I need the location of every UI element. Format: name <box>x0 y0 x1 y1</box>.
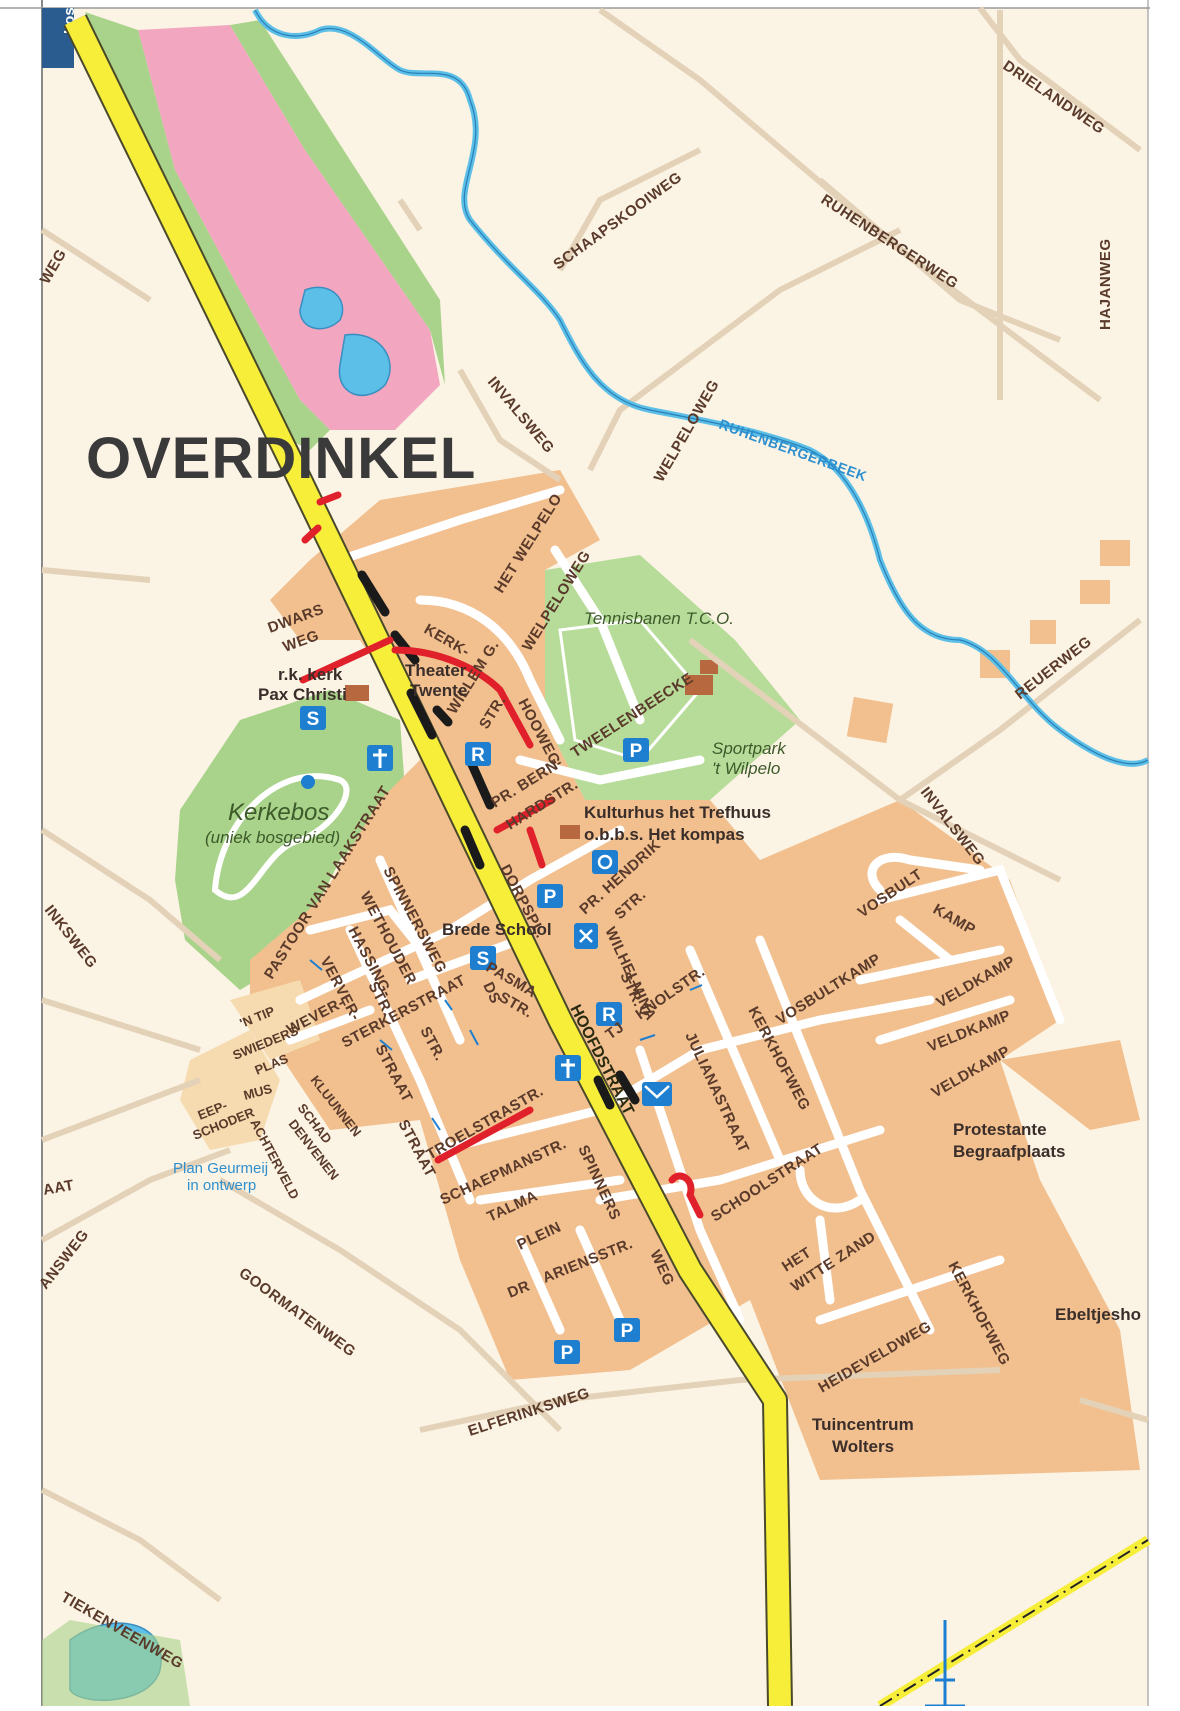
school-symbol-2[interactable]: S <box>470 946 496 970</box>
school-symbol-1[interactable]: S <box>300 706 326 730</box>
recreation-symbol-1[interactable]: R <box>465 742 491 766</box>
poi-sportpark-1: Sportpark <box>712 739 787 758</box>
street-aat: AAT <box>42 1177 76 1199</box>
info-icon[interactable] <box>592 850 618 874</box>
recreation-symbol-2[interactable]: R <box>596 1002 622 1026</box>
black-markings <box>357 570 640 1110</box>
pond-north <box>299 286 344 330</box>
parking-symbol-1[interactable]: P <box>623 738 649 762</box>
corner-tab <box>42 8 74 68</box>
map-title: OVERDINKEL <box>86 426 476 491</box>
svg-text:P: P <box>621 1321 634 1342</box>
poi-brede-school: Brede School <box>442 920 552 939</box>
poi-sportpark-2: 't Wilpelo <box>712 759 780 778</box>
playground-icon[interactable] <box>574 923 598 949</box>
poi-theater-1: Theater <box>405 661 467 680</box>
poi-plan-1: Plan Geurmeij <box>173 1160 268 1177</box>
poi-protestante-1: Protestante <box>953 1120 1047 1139</box>
poi-ebeltjes: Ebeltjesho <box>1055 1305 1141 1324</box>
poi-tuincentrum-1: Tuincentrum <box>812 1415 914 1434</box>
red-markings[interactable] <box>299 491 704 1219</box>
poi-kulturhus: Kulturhus het Trefhuus <box>584 803 771 822</box>
poi-rk-kerk-1: r.k. kerk <box>278 665 343 684</box>
svg-text:S: S <box>477 949 490 970</box>
svg-text:R: R <box>471 745 485 766</box>
mail-icon[interactable] <box>642 1082 672 1106</box>
parking-symbol-3[interactable]: P <box>614 1318 640 1342</box>
street-mus: MUS <box>242 1081 274 1103</box>
parking-symbol-2[interactable]: P <box>537 884 563 908</box>
poi-plan-2: in ontwerp <box>187 1177 256 1194</box>
symbols: S R P P S R <box>300 706 703 1364</box>
street-hajanweg: HAJANWEG <box>1097 238 1114 330</box>
outer-roads <box>40 6 1149 1603</box>
poi-kerkebos-sub: (uniek bosgebied) <box>205 828 340 847</box>
poi-theater-2: Twente <box>410 681 467 700</box>
sportpark-area <box>545 555 800 800</box>
svg-text:S: S <box>307 709 320 730</box>
poi-kerkebos: Kerkebos <box>228 799 329 826</box>
hoofdstraat-road[interactable] <box>65 15 791 1707</box>
church-icon-1[interactable] <box>367 745 393 771</box>
pink-area <box>138 25 440 430</box>
parking-symbol-4[interactable]: P <box>554 1340 580 1364</box>
svg-text:P: P <box>630 741 643 762</box>
pond-south <box>338 333 391 396</box>
poi-tuincentrum-2: Wolters <box>832 1437 894 1456</box>
poi-protestante-2: Begraafplaats <box>953 1142 1065 1161</box>
poi-tennisbanen: Tennisbanen T.C.O. <box>584 609 734 628</box>
church-icon-2[interactable] <box>555 1055 581 1081</box>
poi-obbs: o.b.b.s. Het kompas <box>584 825 745 844</box>
kerkebos-park <box>175 690 405 990</box>
svg-text:P: P <box>561 1343 574 1364</box>
green-strip <box>85 12 330 450</box>
svg-text:R: R <box>602 1005 616 1026</box>
svg-text:P: P <box>544 887 557 908</box>
poi-rk-kerk-2: Pax Christi <box>258 685 347 704</box>
streets <box>285 485 1065 1335</box>
